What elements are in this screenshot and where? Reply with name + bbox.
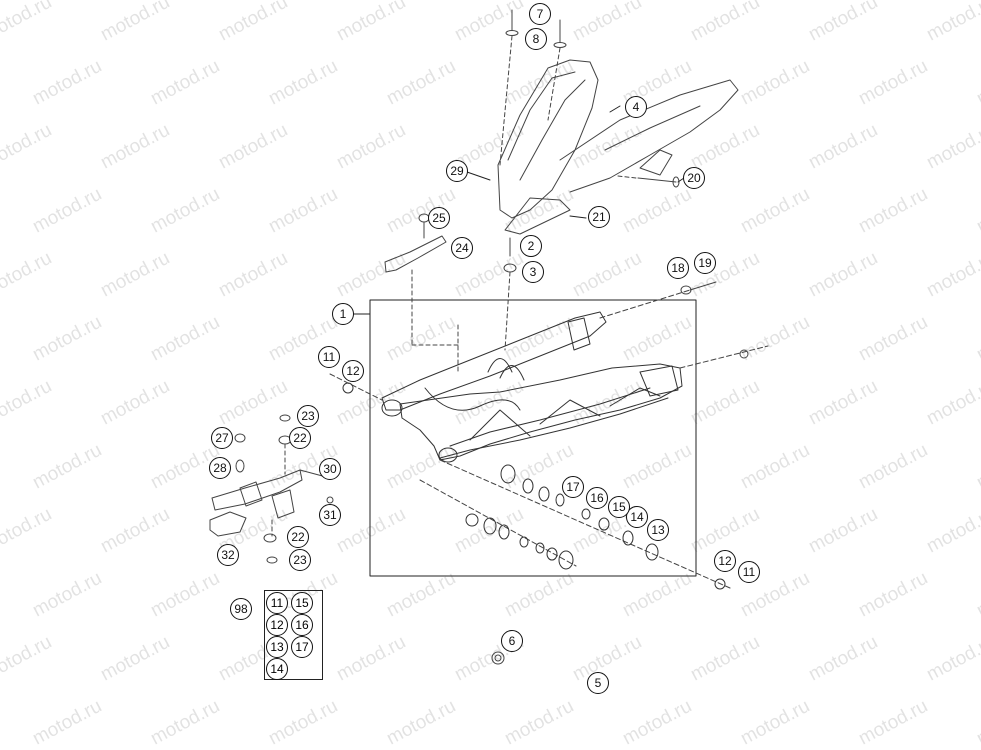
callout-6[interactable]: 6 (501, 630, 523, 652)
callout-11[interactable]: 11 (738, 561, 760, 583)
callout-31[interactable]: 31 (319, 504, 341, 526)
callout-7[interactable]: 7 (529, 3, 551, 25)
callout-12[interactable]: 12 (342, 360, 364, 382)
kit-item-17[interactable]: 17 (291, 636, 313, 658)
bolt-20 (617, 175, 680, 188)
callout-13[interactable]: 13 (647, 519, 669, 541)
callout-29[interactable]: 29 (446, 160, 468, 182)
kit-item-11[interactable]: 11 (266, 592, 288, 614)
callout-11[interactable]: 11 (318, 346, 340, 368)
callout-12[interactable]: 12 (714, 550, 736, 572)
callout-1[interactable]: 1 (332, 303, 354, 325)
callout-32[interactable]: 32 (217, 544, 239, 566)
callout-17[interactable]: 17 (562, 476, 584, 498)
callout-23[interactable]: 23 (289, 549, 311, 571)
callout-5[interactable]: 5 (587, 672, 609, 694)
assembly-frame (369, 299, 697, 577)
callout-22[interactable]: 22 (287, 526, 309, 548)
callout-20[interactable]: 20 (683, 167, 705, 189)
callout-23[interactable]: 23 (297, 405, 319, 427)
chain-guard (497, 59, 739, 235)
callout-4[interactable]: 4 (625, 96, 647, 118)
kit-item-16[interactable]: 16 (291, 614, 313, 636)
callout-19[interactable]: 19 (694, 252, 716, 274)
callout-28[interactable]: 28 (209, 457, 231, 479)
callout-22[interactable]: 22 (289, 427, 311, 449)
callout-27[interactable]: 27 (211, 427, 233, 449)
kit-item-12[interactable]: 12 (266, 614, 288, 636)
callout-leaders (352, 105, 685, 315)
guard-screws (499, 9, 567, 166)
callout-30[interactable]: 30 (319, 458, 341, 480)
callout-98[interactable]: 98 (230, 598, 252, 620)
kit-98-frame (264, 590, 323, 680)
callout-21[interactable]: 21 (588, 206, 610, 228)
bearing-stack (342, 382, 726, 590)
swingarm-body (381, 311, 683, 463)
chain-slider-24 (384, 213, 459, 373)
small-parts-2-3 (503, 237, 517, 351)
callout-14[interactable]: 14 (626, 506, 648, 528)
callout-8[interactable]: 8 (525, 28, 547, 50)
callout-3[interactable]: 3 (522, 261, 544, 283)
callout-24[interactable]: 24 (451, 237, 473, 259)
callout-25[interactable]: 25 (428, 207, 450, 229)
part-6-shape (491, 651, 505, 665)
callout-2[interactable]: 2 (520, 235, 542, 257)
callout-16[interactable]: 16 (586, 487, 608, 509)
kit-item-15[interactable]: 15 (291, 592, 313, 614)
axle-lines (329, 281, 769, 589)
callout-18[interactable]: 18 (667, 257, 689, 279)
callout-15[interactable]: 15 (608, 496, 630, 518)
kit-item-14[interactable]: 14 (266, 658, 288, 680)
kit-item-13[interactable]: 13 (266, 636, 288, 658)
